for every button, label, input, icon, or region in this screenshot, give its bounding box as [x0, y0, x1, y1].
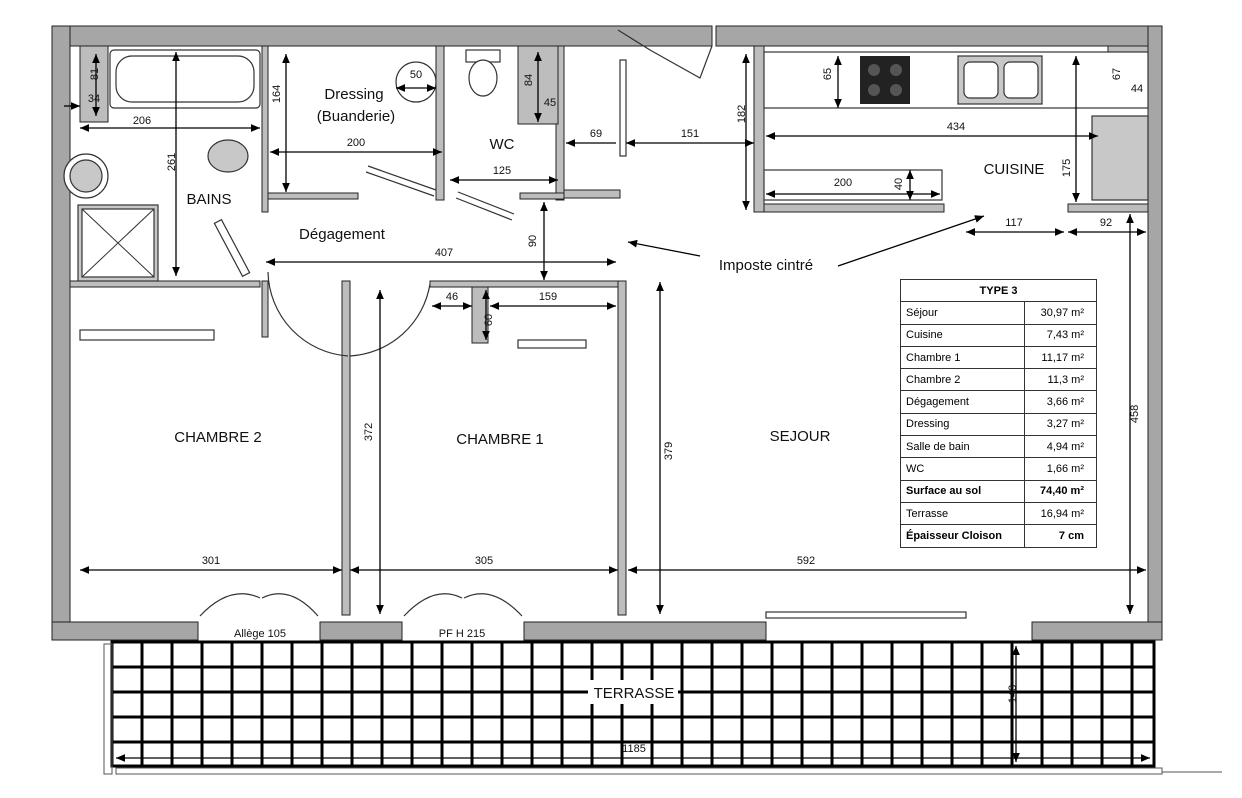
label-terrasse: TERRASSE — [594, 685, 675, 702]
label-sejour: SEJOUR — [770, 428, 831, 445]
label-degagement: Dégagement — [299, 226, 386, 243]
dim-434: 434 — [947, 121, 965, 133]
surface-value: 11,17 m² — [1024, 345, 1097, 370]
label-wc: WC — [490, 136, 515, 153]
bidet — [207, 139, 249, 173]
surface-value: 30,97 m² — [1024, 301, 1097, 325]
label-dressing: Dressing — [324, 86, 383, 103]
dim-159: 159 — [539, 291, 557, 303]
surface-value: 3,27 m² — [1024, 412, 1097, 437]
dim-40: 40 — [893, 178, 905, 190]
dim-84: 84 — [523, 74, 535, 86]
dim-164: 164 — [271, 85, 283, 103]
dim-34: 34 — [88, 93, 100, 105]
label-pfh: PF H 215 — [439, 628, 485, 640]
turning-circle — [395, 61, 437, 103]
label-bains: BAINS — [186, 191, 231, 208]
dim-92: 92 — [1100, 217, 1112, 229]
surface-value: 4,94 m² — [1024, 435, 1097, 459]
label-allege: Allège 105 — [234, 628, 286, 640]
washing-machine — [1091, 115, 1149, 201]
dim-379: 379 — [663, 442, 675, 460]
dim-458: 458 — [1129, 405, 1141, 423]
surface-label: Salle de bain — [899, 435, 1026, 459]
dim-81: 81 — [89, 68, 101, 80]
dim-200b: 200 — [834, 177, 852, 189]
dim-117: 117 — [1005, 217, 1023, 229]
surface-value: 11,3 m² — [1024, 368, 1097, 392]
surface-label: Dégagement — [899, 390, 1026, 414]
surface-label: Chambre 1 — [899, 345, 1026, 370]
dim-592: 592 — [797, 555, 815, 567]
surface-label: Cuisine — [899, 323, 1026, 347]
surface-value: 7,43 m² — [1024, 323, 1097, 347]
dimension-labels: 206 261 164 200 50 125 69 151 182 65 67 … — [88, 68, 1143, 755]
dim-1185: 1185 — [622, 743, 646, 755]
dim-50: 50 — [410, 69, 422, 81]
dim-44: 44 — [1131, 83, 1143, 95]
surface-value: 3,66 m² — [1024, 390, 1097, 414]
surface-label: Surface au sol — [899, 479, 1026, 503]
surface-value: 1,66 m² — [1024, 457, 1097, 481]
dim-305: 305 — [475, 555, 493, 567]
dim-200a: 200 — [347, 137, 365, 149]
counter — [763, 169, 943, 201]
dimension-lines — [64, 52, 1150, 762]
dim-372: 372 — [363, 423, 375, 441]
dim-67: 67 — [1111, 68, 1123, 80]
surface-label: Chambre 2 — [899, 368, 1026, 392]
doors — [199, 29, 713, 617]
dim-143: 143 — [1007, 685, 1019, 703]
dim-261: 261 — [166, 153, 178, 171]
dim-90: 90 — [527, 235, 539, 247]
label-chambre2: CHAMBRE 2 — [174, 429, 262, 446]
label-cuisine: CUISINE — [984, 161, 1045, 178]
label-dressing-sub: (Buanderie) — [317, 108, 395, 125]
exterior-walls — [51, 25, 1163, 641]
terrace-grid — [103, 640, 1222, 775]
dim-69: 69 — [590, 128, 602, 140]
surface-table-title: TYPE 3 — [900, 278, 1097, 303]
surface-label: Épaisseur Cloison — [899, 524, 1026, 548]
dim-407: 407 — [435, 247, 453, 259]
surface-label: Dressing — [899, 412, 1026, 437]
dim-206: 206 — [133, 115, 151, 127]
closet-ch2 — [79, 329, 215, 341]
dim-60: 60 — [483, 314, 495, 326]
surface-value: 74,40 m² — [1024, 479, 1097, 503]
surface-label: WC — [899, 457, 1026, 481]
label-terrasse-bg — [588, 680, 678, 704]
closet-ch1 — [517, 339, 587, 349]
toilet — [468, 59, 498, 97]
dim-182: 182 — [736, 105, 748, 123]
dim-65: 65 — [822, 68, 834, 80]
surface-label: Séjour — [899, 301, 1026, 325]
dim-45: 45 — [544, 97, 556, 109]
label-imposte: Imposte cintré — [719, 257, 813, 274]
room-labels: Dressing (Buanderie) WC BAINS Dégagement… — [174, 86, 1044, 704]
surface-value: 16,94 m² — [1024, 501, 1097, 526]
label-chambre1: CHAMBRE 1 — [456, 431, 544, 448]
dim-151: 151 — [681, 128, 699, 140]
dim-46: 46 — [446, 291, 458, 303]
surface-label: Terrasse — [899, 501, 1026, 526]
cooktop — [860, 56, 910, 104]
dim-175: 175 — [1061, 159, 1073, 177]
surface-value: 7 cm — [1024, 524, 1097, 548]
dim-301: 301 — [202, 555, 220, 567]
dim-125: 125 — [493, 165, 511, 177]
